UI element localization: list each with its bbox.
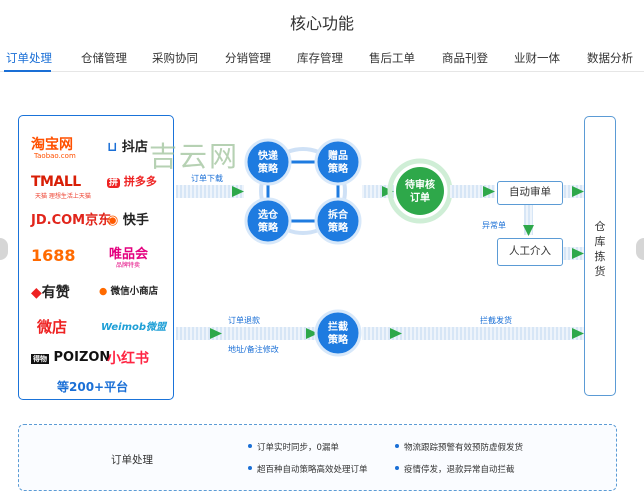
tab-after-sales[interactable]: 售后工单	[369, 51, 415, 65]
svg-text:策略: 策略	[328, 162, 349, 175]
arrow-icon	[210, 328, 222, 339]
feature-item: 超百种自动策略高效处理订单	[248, 463, 368, 475]
strategy-express[interactable]: 快递 策略	[244, 138, 292, 186]
douyin-label: 抖店	[121, 140, 148, 155]
feature-item: 疫情停发，退款异常自动拦截	[395, 463, 515, 475]
xiaohongshu-logo: 小红书	[107, 351, 149, 367]
arrow-icon	[572, 186, 584, 197]
bullet-icon	[395, 466, 399, 470]
tmall-logo: TMALL	[31, 174, 81, 190]
tab-analytics[interactable]: 数据分析	[587, 51, 633, 65]
svg-text:拆合: 拆合	[328, 208, 349, 221]
bullet-icon	[248, 444, 252, 448]
pending-review-node[interactable]: 待审核 订单	[387, 158, 453, 224]
youzan-logo: ◆有赞	[31, 285, 70, 301]
svg-text:订单: 订单	[410, 191, 430, 204]
arrow-icon	[572, 248, 584, 259]
intercept-ship-label: 拦截发货	[480, 315, 512, 325]
strategy-express-text: 快递	[257, 149, 278, 162]
svg-text:待审核: 待审核	[405, 178, 435, 191]
manual-intervention-box[interactable]: 人工介入	[497, 238, 563, 266]
next-arrow-icon[interactable]	[636, 238, 644, 260]
douyin-logo: ⊔ 抖店	[107, 140, 148, 155]
feature-text: 订单实时同步，0漏单	[257, 443, 339, 453]
auto-review-box[interactable]: 自动审单	[497, 181, 563, 205]
svg-text:策略: 策略	[258, 162, 279, 175]
strategy-split-merge[interactable]: 拆合 策略	[314, 197, 362, 245]
feature-text: 物流跟踪预警有效预防虚假发货	[404, 443, 524, 453]
tab-inventory[interactable]: 库存管理	[297, 51, 343, 65]
pinduoduo-label: 拼多多	[123, 175, 157, 188]
svg-text:策略: 策略	[328, 333, 349, 346]
logo-1688: 1688	[31, 246, 76, 265]
wechat-store-logo: ● 微信小商店	[99, 286, 159, 297]
page-title: 核心功能	[289, 14, 354, 33]
active-tab-indicator	[4, 70, 51, 72]
platform-panel: 淘宝网 Taobao.com ⊔ 抖店 TMALL 天猫 理想生活上天猫 拼 拼…	[18, 115, 174, 400]
prev-arrow-icon[interactable]	[0, 238, 8, 260]
watermark: 吉云网	[149, 140, 240, 173]
intercept-strategy-node[interactable]: 拦截 策略	[314, 309, 362, 357]
poizon-label: POIZON	[53, 350, 111, 365]
svg-text:选仓: 选仓	[258, 208, 279, 221]
svg-text:策略: 策略	[258, 221, 279, 234]
taobao-sub: Taobao.com	[34, 152, 76, 160]
order-download-label: 订单下载	[191, 173, 223, 183]
tab-finance[interactable]: 业财一体	[514, 51, 560, 65]
feature-text: 疫情停发，退款异常自动拦截	[404, 465, 515, 475]
feature-item: 订单实时同步，0漏单	[248, 441, 339, 453]
jd-logo: JD.COM京东	[31, 213, 112, 228]
wechat-store-label: 微信小商店	[110, 286, 159, 297]
feature-text: 超百种自动策略高效处理订单	[257, 465, 368, 475]
tab-listing[interactable]: 商品刊登	[442, 51, 488, 65]
svg-text:赠品: 赠品	[328, 149, 348, 162]
arrow-icon	[523, 225, 534, 236]
kuaishou-logo: ◉ 快手	[107, 213, 149, 228]
svg-text:拦截: 拦截	[328, 320, 348, 333]
strategy-warehouse-select[interactable]: 选仓 策略	[244, 197, 292, 245]
tmall-sub: 天猫 理想生活上天猫	[35, 193, 91, 200]
more-platforms-label: 等200+平台	[57, 380, 129, 394]
strategy-ring	[259, 147, 347, 235]
summary-panel: 订单处理 订单实时同步，0漏单 物流跟踪预警有效预防虚假发货 超百种自动策略高效…	[18, 424, 617, 491]
bullet-icon	[395, 444, 399, 448]
download-band	[176, 185, 244, 198]
tab-distribution[interactable]: 分销管理	[225, 51, 271, 65]
tab-warehouse[interactable]: 仓储管理	[81, 51, 127, 65]
taobao-logo: 淘宝网	[31, 137, 73, 153]
arrow-icon	[483, 186, 495, 197]
strategy-connectors	[266, 160, 340, 223]
arrow-icon	[306, 328, 318, 339]
kuaishou-label: 快手	[122, 213, 149, 228]
refund-label: 订单退款	[228, 315, 260, 325]
warehouse-picking-box[interactable]: 仓库拣货	[584, 116, 616, 396]
arrow-icon	[572, 328, 584, 339]
bullet-icon	[248, 466, 252, 470]
pinduoduo-logo: 拼 拼多多	[107, 175, 157, 188]
weimob-logo: Weimob微盟	[101, 322, 167, 333]
tab-order-processing[interactable]: 订单处理	[6, 51, 52, 65]
intercept-band	[362, 327, 584, 340]
warehouse-picking-text: 仓库拣货	[594, 220, 606, 278]
exception-label: 异常单	[482, 220, 506, 230]
vip-sub: 品牌特卖	[116, 262, 141, 269]
exception-band	[524, 203, 533, 235]
strategy-gift[interactable]: 赠品 策略	[314, 138, 362, 186]
youzan-label: 有赞	[41, 285, 70, 301]
tab-purchasing[interactable]: 采购协同	[152, 51, 198, 65]
poizon-logo: 得物 POIZON	[31, 350, 111, 365]
feature-item: 物流跟踪预警有效预防虚假发货	[395, 441, 524, 453]
refund-band	[176, 327, 318, 340]
tab-bar: 订单处理 仓储管理 采购协同 分销管理 库存管理 售后工单 商品刊登 业财一体 …	[0, 45, 644, 72]
summary-label: 订单处理	[111, 454, 153, 466]
arrow-icon	[390, 328, 402, 339]
arrow-icon	[232, 186, 244, 197]
svg-text:策略: 策略	[328, 221, 349, 234]
address-change-label: 地址/备注修改	[228, 344, 279, 354]
vip-logo: 唯品会	[109, 247, 149, 262]
weidian-logo: 微店	[37, 318, 68, 336]
